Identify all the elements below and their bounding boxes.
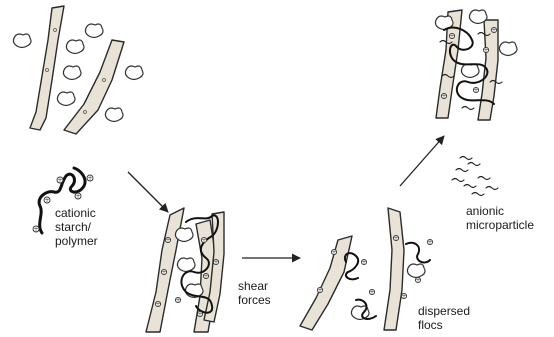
charge-sign: + <box>201 237 206 244</box>
filler-particle <box>177 258 195 272</box>
filler-particle <box>105 108 123 122</box>
charge-sign: + <box>165 237 170 244</box>
filler-particle <box>85 24 103 38</box>
stage-fibers-fillers <box>13 6 143 134</box>
charge-sign: + <box>483 47 488 54</box>
charge-sign: + <box>361 259 366 266</box>
stage-dispersed: + + + + + + + + <box>300 208 433 330</box>
charge-sign: + <box>44 197 49 204</box>
floc-polymer <box>406 243 430 263</box>
label-cationic-polymer: cationic starch/ polymer <box>55 206 98 248</box>
charge-sign: + <box>75 193 80 200</box>
filler-particle <box>407 264 425 278</box>
charge-sign: + <box>57 177 62 184</box>
charge-sign: + <box>213 259 218 266</box>
charge-sign: + <box>401 293 406 300</box>
filler-particles <box>13 24 143 122</box>
charge-sign: + <box>427 239 432 246</box>
charge-sign: + <box>449 33 454 40</box>
label-anionic-microparticle: anionic microparticle <box>466 204 534 232</box>
charge-sign: + <box>491 27 496 34</box>
filler-particle <box>63 66 81 80</box>
stage-microparticle-flocs: + + + + + <box>435 10 517 120</box>
stage-flocculation: + + + + + + + + <box>146 208 224 332</box>
charge-sign: + <box>369 289 374 296</box>
charge-sign: + <box>87 175 92 182</box>
charge-sign: + <box>317 287 322 294</box>
filler-particle <box>13 34 31 48</box>
filler-particle <box>499 42 517 56</box>
fiber-1 <box>30 6 64 130</box>
charge-sign: + <box>473 87 478 94</box>
fiber-6 <box>300 236 352 330</box>
charge-sign: + <box>155 301 160 308</box>
label-shear-forces: shear forces <box>238 279 271 307</box>
charge-sign: + <box>161 269 166 276</box>
charge-sign: + <box>441 93 446 100</box>
charge-sign: + <box>33 226 38 233</box>
charge-sign: + <box>393 235 398 242</box>
filler-particle <box>66 40 84 54</box>
filler-particle <box>175 228 193 242</box>
filler-particle <box>125 66 143 80</box>
arrow-to-flocculation <box>128 172 168 212</box>
charge-sign: + <box>203 273 208 280</box>
anionic-microparticles <box>452 157 498 196</box>
fiber-7 <box>384 208 404 330</box>
arrow-to-microparticle-flocs <box>400 136 444 186</box>
charge-sign: + <box>415 277 420 284</box>
charge-sign: + <box>331 249 336 256</box>
filler-particle <box>461 64 479 78</box>
charge-sign: + <box>175 297 180 304</box>
label-dispersed-flocs: dispersed flocs <box>418 304 470 332</box>
charge-sign: + <box>197 311 202 318</box>
filler-particle <box>469 10 487 24</box>
filler-particle <box>57 92 75 106</box>
